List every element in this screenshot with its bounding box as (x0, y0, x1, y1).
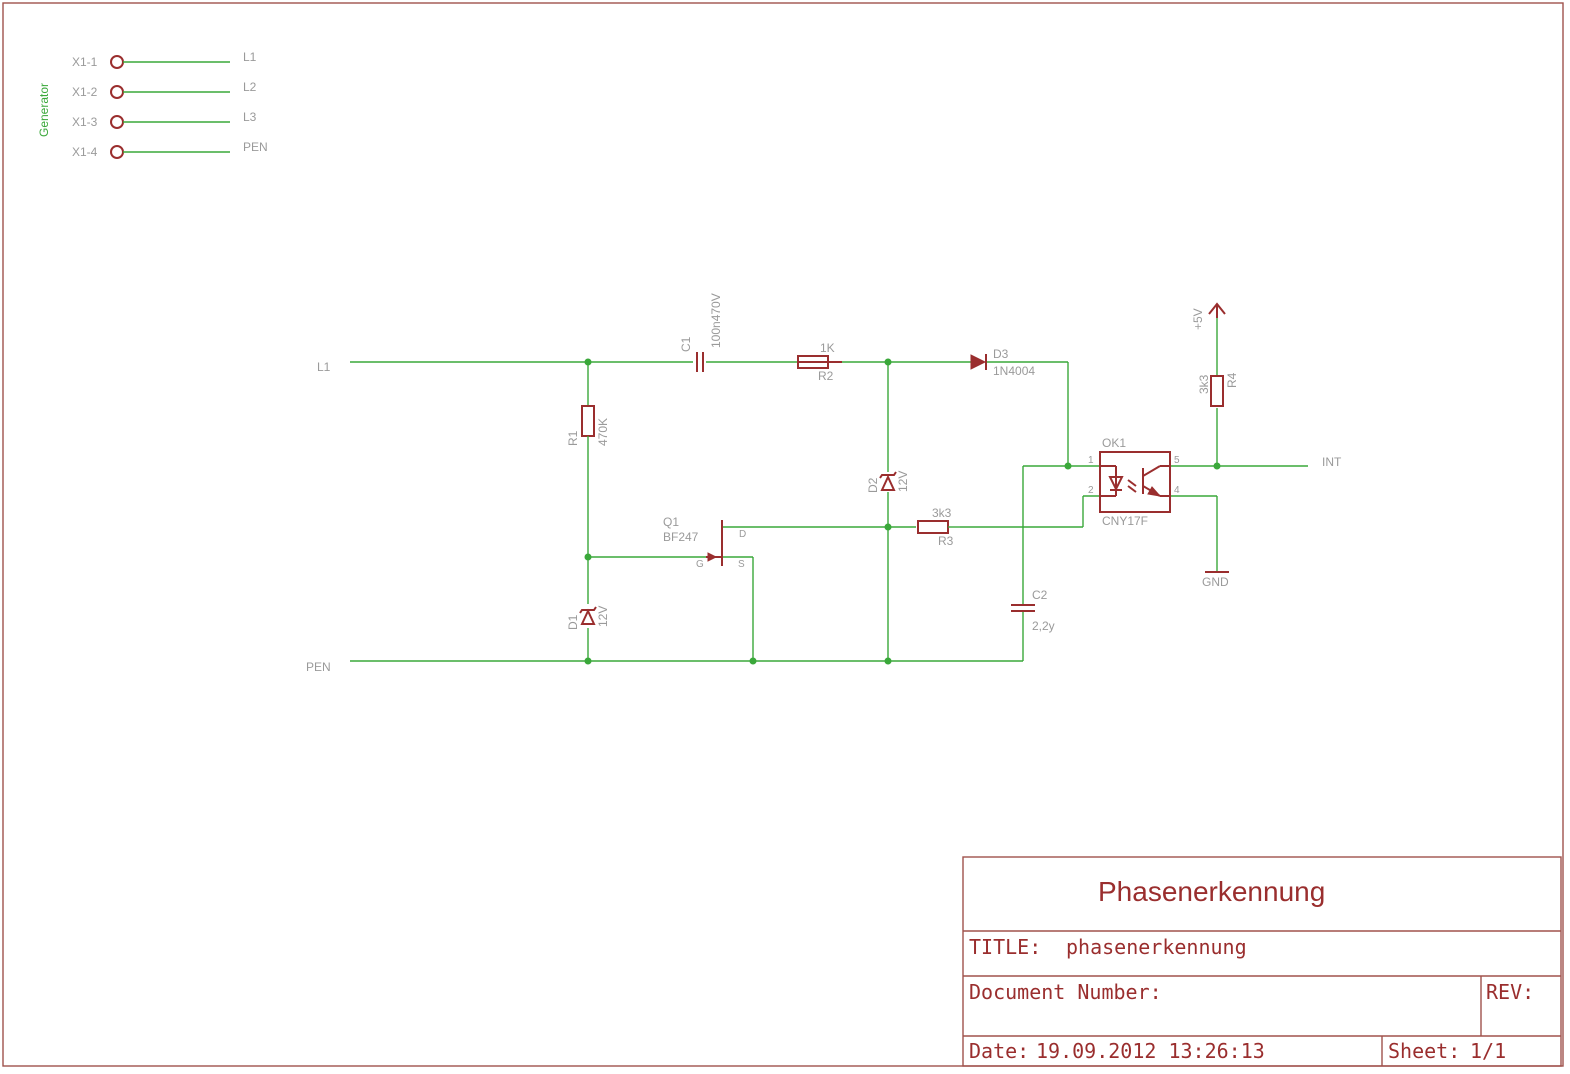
d1-name: D1 (566, 614, 580, 630)
r1-value: 470K (596, 418, 610, 446)
capacitor-c1: C1 100n470V (679, 293, 723, 372)
r3-value: 3k3 (932, 506, 952, 520)
resistor-r2: 1K R2 (797, 341, 842, 383)
c1-name: C1 (679, 336, 693, 352)
net-label: L1 (243, 50, 257, 64)
net-label: L3 (243, 110, 257, 124)
net-label-l1: L1 (317, 360, 331, 374)
q1-pin-d: D (739, 529, 746, 540)
document-number-label: Document Number: (969, 980, 1162, 1004)
wires (350, 306, 1308, 662)
q1-pin-s: S (738, 559, 745, 570)
c2-name: C2 (1032, 588, 1048, 602)
ok1-value: CNY17F (1102, 514, 1148, 528)
vcc-label: +5V (1191, 308, 1205, 330)
resistor-r1: R1 470K (566, 405, 610, 450)
pin-label: X1-2 (72, 85, 98, 99)
net-label-pen: PEN (306, 660, 331, 674)
r2-name: R2 (818, 369, 834, 383)
d3-value: 1N4004 (993, 364, 1035, 378)
zener-diode-d1: D1 12V (566, 606, 610, 630)
c1-value: 100n470V (709, 293, 723, 348)
q1-name: Q1 (663, 515, 679, 529)
date-label: Date: (969, 1039, 1029, 1063)
zener-diode-d2: D2 12V (866, 471, 910, 493)
title-block-heading: Phasenerkennung (1098, 876, 1325, 907)
ok1-pin-1: 1 (1088, 455, 1094, 466)
resistor-r3: 3k3 R3 (917, 506, 960, 548)
connector-pin-4: X1-4 PEN (72, 140, 268, 159)
sheet-label: Sheet: (1388, 1039, 1460, 1063)
net-label: L2 (243, 80, 257, 94)
d3-name: D3 (993, 347, 1009, 361)
connector-pin-1: X1-1 L1 (72, 50, 257, 69)
pin-label: X1-4 (72, 145, 98, 159)
d1-value: 12V (596, 606, 610, 627)
ok1-pin-5: 5 (1174, 455, 1180, 466)
ok1-pin-2: 2 (1088, 485, 1094, 496)
connector-pin-3: X1-3 L3 (72, 110, 257, 129)
capacitor-c2: C2 2,2y (1011, 588, 1055, 633)
q1-value: BF247 (663, 530, 699, 544)
diode-d3: D3 1N4004 (970, 347, 1035, 378)
resistor-r4: 3k3 R4 (1197, 372, 1239, 407)
net-label: PEN (243, 140, 268, 154)
net-label-int: INT (1322, 455, 1342, 469)
r4-name: R4 (1225, 372, 1239, 388)
optocoupler-ok1: OK1 CNY17F 1 2 5 4 (1088, 436, 1180, 528)
connector-pin-2: X1-2 L2 (72, 80, 257, 99)
r4-value: 3k3 (1197, 374, 1211, 394)
r3-name: R3 (938, 534, 954, 548)
ok1-pin-4: 4 (1174, 485, 1180, 496)
junctions (584, 358, 1221, 665)
d2-name: D2 (866, 477, 880, 493)
rev-label: REV: (1486, 980, 1534, 1004)
date-value: 19.09.2012 13:26:13 (1036, 1039, 1265, 1063)
title-value: phasenerkennung (1066, 935, 1247, 959)
r2-value: 1K (820, 341, 835, 355)
d2-value: 12V (896, 471, 910, 492)
supply-5v: +5V (1191, 302, 1226, 330)
c2-value: 2,2y (1032, 619, 1055, 633)
jfet-q1: Q1 BF247 D G S (663, 515, 746, 570)
gnd-label: GND (1202, 575, 1229, 589)
title-block: Phasenerkennung TITLE: phasenerkennung D… (962, 856, 1562, 1067)
pin-label: X1-3 (72, 115, 98, 129)
r1-name: R1 (566, 430, 580, 446)
sheet-value: 1/1 (1470, 1039, 1506, 1063)
connector-x1: Generator X1-1 L1 X1-2 L2 X1-3 L3 X1-4 P… (37, 50, 268, 159)
ground-symbol: GND (1202, 571, 1229, 589)
title-label: TITLE: (969, 935, 1041, 959)
pin-label: X1-1 (72, 55, 98, 69)
ok1-name: OK1 (1102, 436, 1126, 450)
q1-pin-g: G (696, 559, 704, 570)
connector-name: Generator (37, 83, 51, 137)
